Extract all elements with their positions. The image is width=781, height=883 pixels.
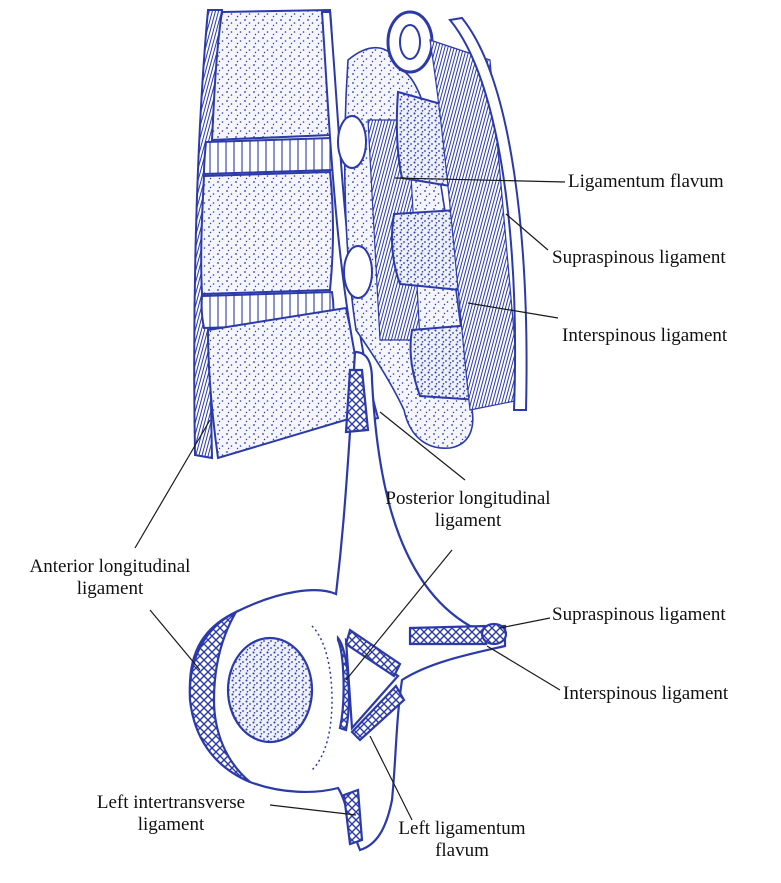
leader-anterior-lower <box>150 610 200 670</box>
label-left-ligamentum-flavum: Left ligamentum flavum <box>392 818 532 862</box>
intervertebral-disc-upper <box>204 138 334 174</box>
leader-left-intertransverse <box>270 805 356 815</box>
label-left-intertransverse-ligament: Left intertransverse ligament <box>76 792 266 836</box>
leader-supraspinous-lower <box>500 618 550 628</box>
intertransverse-lower <box>344 790 362 844</box>
foramen-upper-inner <box>400 25 420 59</box>
label-left-ligamentum-flavum-line2: flavum <box>392 840 532 862</box>
label-supraspinous-ligament-lower: Supraspinous ligament <box>552 604 726 626</box>
label-posterior-longitudinal-line1: Posterior longitudinal <box>378 488 558 510</box>
intervertebral-foramen-1 <box>338 116 366 168</box>
label-ligamentum-flavum: Ligamentum flavum <box>568 171 724 193</box>
label-anterior-longitudinal-line1: Anterior longitudinal <box>10 556 210 578</box>
intervertebral-foramen-2 <box>344 246 372 298</box>
label-interspinous-ligament-upper: Interspinous ligament <box>562 325 727 347</box>
label-left-ligamentum-flavum-line1: Left ligamentum <box>392 818 532 840</box>
label-left-intertransverse-line1: Left intertransverse <box>76 792 266 814</box>
leader-interspinous-lower <box>487 646 560 690</box>
label-posterior-longitudinal-line2: ligament <box>378 510 558 532</box>
vertebral-body-axial <box>228 638 312 742</box>
label-left-intertransverse-line2: ligament <box>76 814 266 836</box>
label-supraspinous-ligament-upper: Supraspinous ligament <box>552 247 726 269</box>
vertebral-body-upper <box>212 10 332 140</box>
vertebral-body-lower <box>208 308 372 458</box>
label-anterior-longitudinal-line2: ligament <box>10 578 210 600</box>
label-posterior-longitudinal-ligament: Posterior longitudinal ligament <box>378 488 558 532</box>
leader-anterior-upper <box>135 420 210 548</box>
interspinous-axial <box>410 626 486 644</box>
label-interspinous-ligament-lower: Interspinous ligament <box>563 683 728 705</box>
label-anterior-longitudinal-ligament: Anterior longitudinal ligament <box>10 556 210 600</box>
vertebral-body-middle <box>201 172 333 294</box>
